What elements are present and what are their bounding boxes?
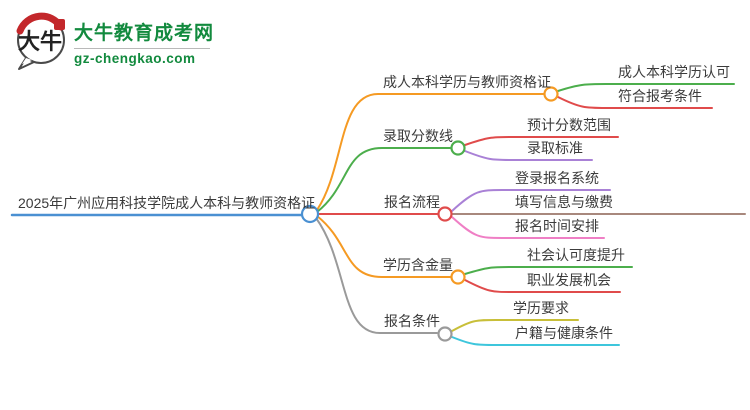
branch-3-label[interactable]: 报名流程 (384, 194, 440, 210)
branch-1-child-1-label[interactable]: 成人本科学历认可 (618, 64, 730, 80)
branch-2-child-1-label[interactable]: 预计分数范围 (527, 117, 611, 133)
edge-branch-5-child-2 (451, 336, 620, 346)
edge-branch-4-child-1 (464, 266, 633, 275)
logo-title: 大牛教育成考网 (74, 23, 215, 44)
branch-5-label[interactable]: 报名条件 (384, 313, 440, 329)
branch-5-child-1-label[interactable]: 学历要求 (513, 300, 569, 316)
branch-4-child-1-label[interactable]: 社会认可度提升 (527, 247, 625, 263)
logo[interactable]: 大牛 大牛教育成考网 gz-chengkao.com (14, 12, 214, 70)
edge-branch-4-child-2 (464, 279, 621, 293)
branch-5-child-2-label[interactable]: 户籍与健康条件 (515, 325, 613, 341)
branch-1-node-handle[interactable] (543, 86, 559, 102)
branch-4-child-2-label[interactable]: 职业发展机会 (527, 272, 611, 288)
edge-branch-2-child-2 (464, 150, 593, 161)
branch-4-label[interactable]: 学历含金量 (383, 257, 453, 273)
branch-1-label[interactable]: 成人本科学历与教师资格证 (383, 74, 551, 90)
edge-branch-3-child-1 (451, 189, 611, 212)
edge-branch-1 (316, 93, 545, 211)
edge-branch-1-child-2 (557, 96, 713, 109)
edge-branch-2 (316, 147, 452, 213)
svg-text:大牛: 大牛 (18, 29, 62, 54)
branch-2-label[interactable]: 录取分数线 (383, 128, 453, 144)
edge-branch-1-child-1 (557, 83, 735, 92)
branch-2-child-2-label[interactable]: 录取标准 (527, 140, 583, 156)
edge-branch-3-child-3 (451, 216, 605, 239)
edge-branch-4 (316, 215, 452, 278)
branch-1-child-2-label[interactable]: 符合报考条件 (618, 88, 702, 104)
edge-branch-5-child-1 (451, 319, 579, 332)
root-topic[interactable]: 2025年广州应用科技学院成人本科与教师资格证 (18, 195, 316, 211)
daniu-logo-icon: 大牛 (16, 12, 65, 70)
branch-3-node-handle[interactable] (437, 206, 453, 222)
branch-3-child-1-label[interactable]: 登录报名系统 (515, 170, 599, 186)
branch-3-child-3-label[interactable]: 报名时间安排 (515, 218, 599, 234)
logo-divider (74, 48, 210, 49)
branch-2-node-handle[interactable] (450, 140, 466, 156)
branch-3-child-2-label[interactable]: 填写信息与缴费 (515, 194, 613, 210)
logo-domain: gz-chengkao.com (74, 51, 196, 66)
edge-branch-5 (315, 217, 438, 334)
branch-4-node-handle[interactable] (450, 269, 466, 285)
branch-5-node-handle[interactable] (437, 326, 453, 342)
edge-branch-2-child-1 (464, 136, 619, 146)
root-node-handle[interactable] (300, 204, 320, 224)
